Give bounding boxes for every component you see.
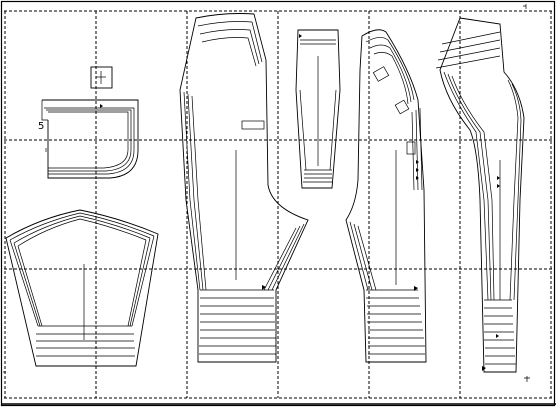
center-strip-outline [295,29,341,189]
front-side-lines [411,107,423,191]
label-patch-piece[interactable] [90,66,113,89]
center-strip-piece[interactable] [295,29,341,189]
center-strip-notch [299,34,302,38]
front-neck-line-3 [373,52,409,105]
side-front-inner-lines [443,71,495,301]
registration-mark-top-right [523,4,527,9]
front-body-piece[interactable] [345,29,427,363]
sleeve-cap-line-1 [9,212,155,241]
pocket-side-edge [41,100,48,121]
label-patch-outline [90,66,113,89]
front-inseam-lines [349,221,377,291]
pocket-piece[interactable]: 5 [38,99,139,179]
sleeve-underarm-lines-right [127,235,155,327]
side-front-outer-outline [439,17,525,373]
back-pocket-placement [241,120,265,130]
pocket-size-line-1 [44,107,135,175]
sleeve-piece[interactable] [5,209,159,367]
sleeve-hem-lines [36,325,136,367]
back-body-outer-outline [179,13,309,363]
side-front-piece[interactable] [435,17,525,373]
pocket-outer-outline [42,99,139,179]
back-crotch-lines [263,223,305,291]
tile-grid [4,10,553,399]
side-front-top-lines [435,31,501,69]
front-neck-line-2 [369,44,412,103]
front-neck-line-1 [365,37,415,101]
center-strip-side-lines [299,89,337,171]
front-notch-marks [416,160,419,180]
piece-number-label: 5 [38,121,44,132]
side-front-notch-marks [497,176,500,188]
back-notch-mark [262,285,266,290]
back-side-lines [183,91,207,291]
side-front-outer-lines [507,79,522,301]
sleeve-outer-outline [5,209,159,367]
back-hem-lines [199,289,276,355]
sleeve-underarm-lines-left [9,239,43,327]
center-strip-top-lines [300,39,336,45]
front-body-outer-outline [345,29,427,363]
front-pocket-opening [406,141,416,155]
side-front-hem-notches [482,334,499,371]
registration-marks [3,4,530,382]
pocket-size-line-2 [46,109,132,172]
back-neck-line-1 [197,21,263,63]
back-body-piece[interactable] [179,13,309,363]
side-front-hem-lines [484,299,516,365]
back-neck-line-2 [199,29,260,65]
front-pocket-mark-lower [394,99,410,115]
sleeve-cap-line-3 [17,218,147,247]
center-strip-hem-lines [303,169,333,183]
front-hem-lines [366,289,425,355]
pocket-size-line-3 [48,111,129,169]
pocket-notch-mark [100,104,103,108]
front-pocket-mark-upper [372,66,390,82]
registration-mark-bottom-right [524,376,530,382]
sleeve-cap-line-2 [13,215,151,244]
back-neck-line-3 [201,37,257,67]
front-hem-notch [414,286,418,291]
